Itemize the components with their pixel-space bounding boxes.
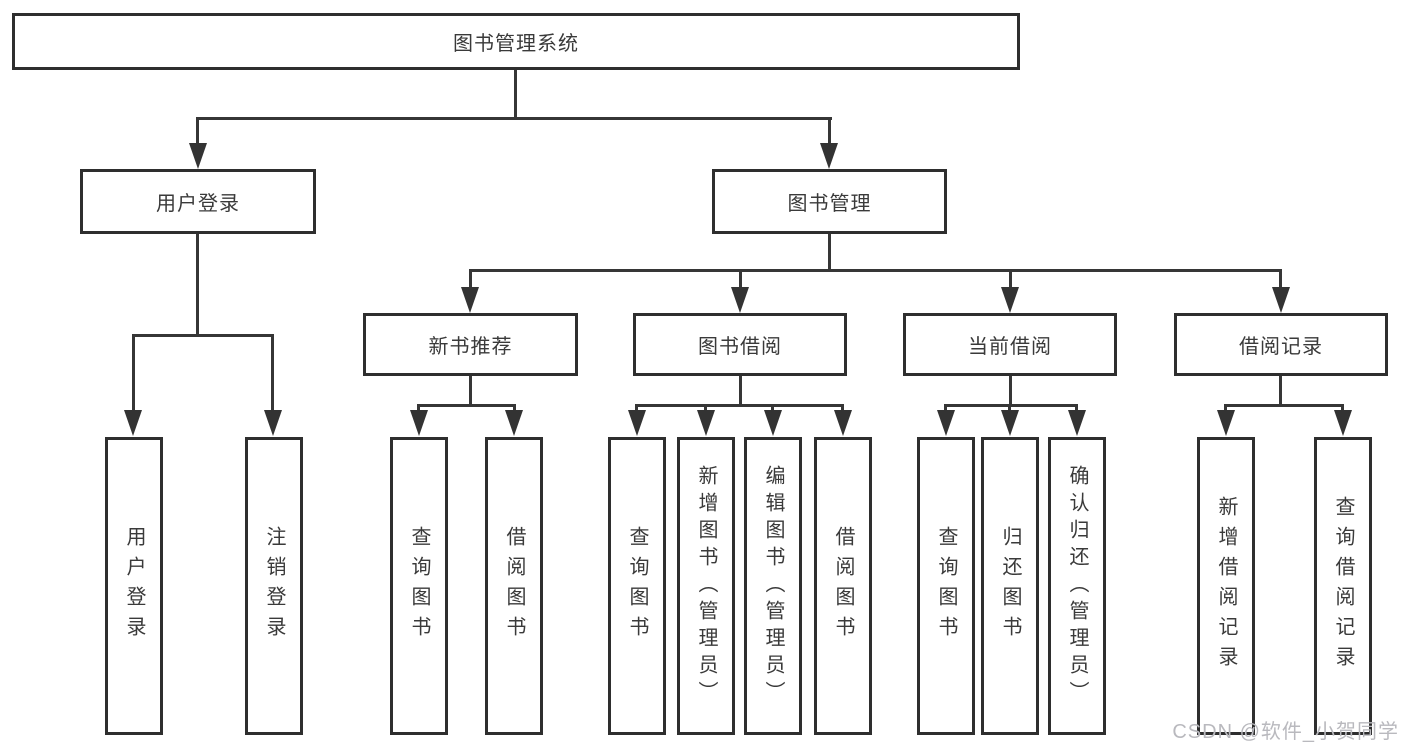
leaf-bb-borrow-books-label: 借阅图书 xyxy=(832,526,854,646)
connector-bb-bar xyxy=(635,404,844,407)
leaf-nbr-query-books: 查询图书 xyxy=(390,437,448,735)
connector-cb-drop-2 xyxy=(1008,404,1011,412)
arrowhead-to-bb-edit xyxy=(764,410,782,436)
connector-bb-drop-3 xyxy=(771,404,774,412)
node-book-borrow: 图书借阅 xyxy=(633,313,847,376)
leaf-logout-label: 注销登录 xyxy=(263,526,285,646)
connector-nbr-drop-1 xyxy=(417,404,420,412)
node-borrow-records-label: 借阅记录 xyxy=(1239,336,1323,358)
connector-bb-stem xyxy=(739,376,742,406)
node-book-management: 图书管理 xyxy=(712,169,947,234)
connector-book-mgmt-drop-2 xyxy=(739,269,742,289)
arrowhead-to-leaf-logout xyxy=(264,410,282,436)
connector-cb-drop-3 xyxy=(1075,404,1078,412)
node-user-login: 用户登录 xyxy=(80,169,316,234)
node-root-label: 图书管理系统 xyxy=(453,33,579,55)
node-new-book-recommend-label: 新书推荐 xyxy=(428,336,513,358)
connector-nbr-bar xyxy=(417,404,516,407)
connector-root-stem xyxy=(514,70,517,118)
leaf-cb-query-books-label: 查询图书 xyxy=(935,526,957,646)
arrowhead-to-bb-borrow xyxy=(834,410,852,436)
leaf-bb-add-books-admin-label: 新增图书（管理员） xyxy=(695,464,717,708)
connector-bb-drop-2 xyxy=(704,404,707,412)
connector-bb-drop-1 xyxy=(635,404,638,412)
leaf-bb-edit-books-admin: 编辑图书（管理员） xyxy=(744,437,802,735)
node-current-borrow: 当前借阅 xyxy=(903,313,1117,376)
leaf-logout: 注销登录 xyxy=(245,437,303,735)
leaf-br-query-record: 查询借阅记录 xyxy=(1314,437,1372,735)
connector-br-bar xyxy=(1224,404,1344,407)
connector-book-mgmt-stem xyxy=(828,234,831,272)
connector-bb-drop-4 xyxy=(841,404,844,412)
leaf-bb-borrow-books: 借阅图书 xyxy=(814,437,872,735)
leaf-bb-edit-books-admin-label: 编辑图书（管理员） xyxy=(762,464,784,708)
connector-root-drop-right xyxy=(828,117,831,145)
leaf-cb-return-books: 归还图书 xyxy=(981,437,1039,735)
connector-br-drop-2 xyxy=(1341,404,1344,412)
arrowhead-to-br-query xyxy=(1334,410,1352,436)
arrowhead-to-borrow-records xyxy=(1272,287,1290,313)
leaf-cb-confirm-return-admin-label: 确认归还（管理员） xyxy=(1066,464,1088,708)
leaf-nbr-borrow-books-label: 借阅图书 xyxy=(503,526,525,646)
arrowhead-to-new-book-recommend xyxy=(461,287,479,313)
arrowhead-to-cb-query xyxy=(937,410,955,436)
leaf-bb-query-books: 查询图书 xyxy=(608,437,666,735)
arrowhead-to-user-login xyxy=(189,143,207,169)
connector-user-login-drop-2 xyxy=(271,334,274,410)
connector-br-drop-1 xyxy=(1224,404,1227,412)
node-borrow-records: 借阅记录 xyxy=(1174,313,1388,376)
arrowhead-to-cb-confirm xyxy=(1068,410,1086,436)
leaf-nbr-query-books-label: 查询图书 xyxy=(408,526,430,646)
connector-br-stem xyxy=(1279,376,1282,406)
arrowhead-to-nbr-borrow xyxy=(505,410,523,436)
connector-book-mgmt-drop-3 xyxy=(1009,269,1012,289)
connector-root-drop-left xyxy=(196,117,199,145)
arrowhead-to-cb-return xyxy=(1001,410,1019,436)
leaf-nbr-borrow-books: 借阅图书 xyxy=(485,437,543,735)
arrowhead-to-book-management xyxy=(820,143,838,169)
arrowhead-to-br-add xyxy=(1217,410,1235,436)
node-book-borrow-label: 图书借阅 xyxy=(698,336,782,358)
connector-root-bar xyxy=(196,117,832,120)
arrowhead-to-current-borrow xyxy=(1001,287,1019,313)
node-book-management-label: 图书管理 xyxy=(787,193,872,215)
arrowhead-to-bb-query xyxy=(628,410,646,436)
connector-user-login-bar xyxy=(132,334,274,337)
leaf-bb-query-books-label: 查询图书 xyxy=(626,526,648,646)
connector-book-mgmt-drop-1 xyxy=(469,269,472,289)
leaf-cb-confirm-return-admin: 确认归还（管理员） xyxy=(1048,437,1106,735)
arrowhead-to-nbr-query xyxy=(410,410,428,436)
leaf-cb-return-books-label: 归还图书 xyxy=(999,526,1021,646)
csdn-watermark: CSDN @软件_小贺同学 xyxy=(1172,721,1399,743)
connector-cb-drop-1 xyxy=(944,404,947,412)
arrowhead-to-book-borrow xyxy=(731,287,749,313)
connector-user-login-drop-1 xyxy=(132,334,135,410)
leaf-br-add-record: 新增借阅记录 xyxy=(1197,437,1255,735)
node-root-system: 图书管理系统 xyxy=(12,13,1020,70)
connector-nbr-stem xyxy=(469,376,472,406)
leaf-br-add-record-label: 新增借阅记录 xyxy=(1215,496,1237,676)
connector-cb-bar xyxy=(944,404,1078,407)
leaf-br-query-record-label: 查询借阅记录 xyxy=(1332,496,1354,676)
leaf-cb-query-books: 查询图书 xyxy=(917,437,975,735)
arrowhead-to-bb-add xyxy=(697,410,715,436)
node-current-borrow-label: 当前借阅 xyxy=(968,336,1052,358)
arrowhead-to-leaf-user-login xyxy=(124,410,142,436)
leaf-user-login-label: 用户登录 xyxy=(123,526,145,646)
node-new-book-recommend: 新书推荐 xyxy=(363,313,578,376)
connector-nbr-drop-2 xyxy=(513,404,516,412)
connector-book-mgmt-bar xyxy=(469,269,1282,272)
connector-cb-stem xyxy=(1009,376,1012,406)
connector-user-login-stem xyxy=(196,234,199,336)
connector-book-mgmt-drop-4 xyxy=(1279,269,1282,289)
leaf-bb-add-books-admin: 新增图书（管理员） xyxy=(677,437,735,735)
node-user-login-label: 用户登录 xyxy=(156,193,240,215)
leaf-user-login: 用户登录 xyxy=(105,437,163,735)
